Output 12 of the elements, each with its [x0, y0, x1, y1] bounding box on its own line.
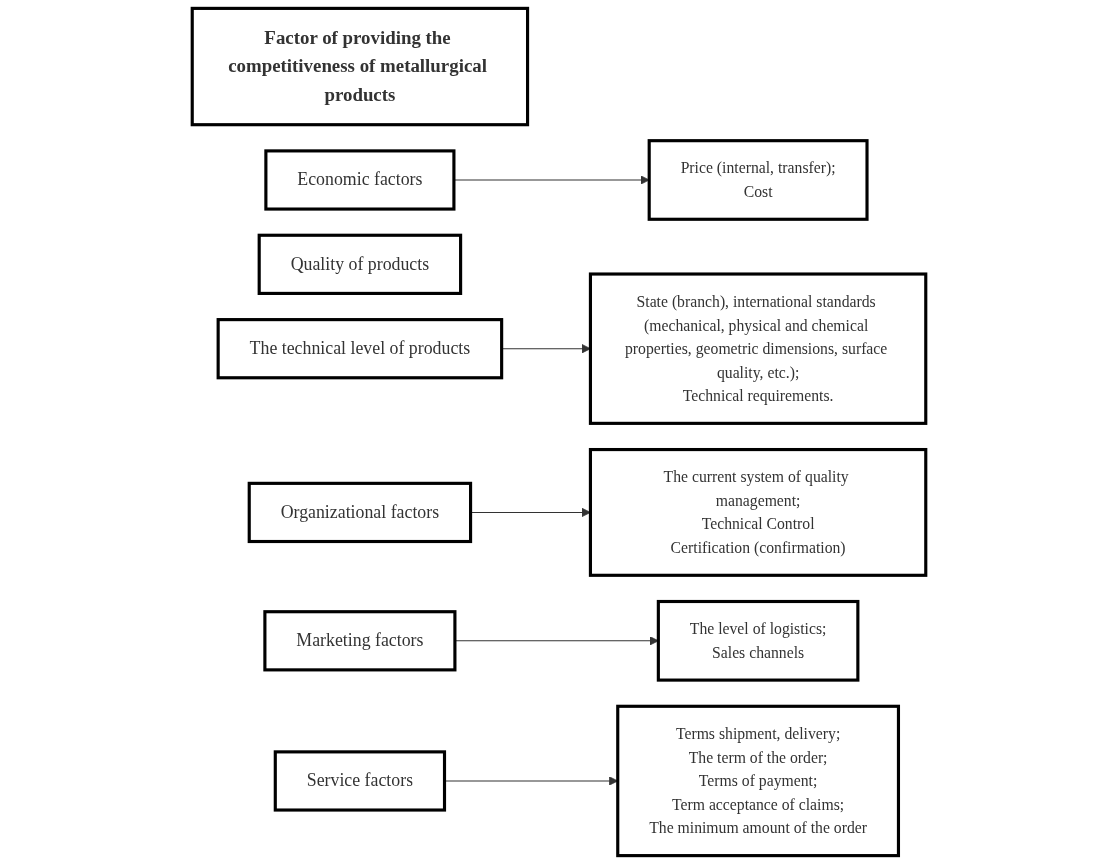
- node-box: Quality of products: [257, 233, 463, 295]
- node-box: The level of logistics; Sales channels: [656, 599, 860, 682]
- node-box: Terms shipment, delivery; The term of the order; Terms of payment; Term acceptance of claims; The minimum amount of the order: [616, 704, 901, 858]
- node-box: The current system of quality management; Technical Control Certification (confirmation): [588, 448, 928, 577]
- node-box: Factor of providing the competitiveness of metallurgical products: [190, 6, 530, 127]
- node-box: State (branch), international standards (mechanical, physical and chemical properties, geometric dimensions, surface quality, etc.); Technical requirements.: [588, 272, 928, 425]
- node-box: Organizational factors: [247, 481, 473, 544]
- node-box: Price (internal, transfer); Cost: [647, 139, 869, 221]
- node-box: The technical level of products: [216, 318, 504, 380]
- node-box: Marketing factors: [263, 610, 457, 672]
- node-box: Service factors: [273, 750, 447, 812]
- node-box: Economic factors: [264, 149, 456, 211]
